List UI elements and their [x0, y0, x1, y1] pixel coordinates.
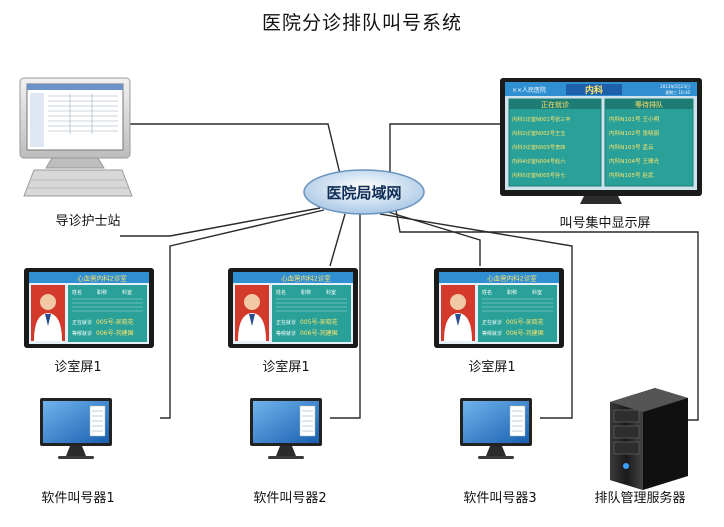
room-next-label: 等候就诊 — [72, 330, 92, 337]
room-header: 心血管内科2诊室 — [77, 274, 127, 283]
line-room1 — [120, 207, 321, 237]
line-display — [389, 123, 500, 174]
room-header: 心血管内科2诊室 — [487, 274, 537, 283]
screen-col-right: 等待排队 — [635, 100, 663, 109]
line-room2 — [329, 213, 346, 267]
label-server: 排队管理服务器 — [594, 491, 686, 506]
label-room-screen-1: 诊室屏1 — [54, 360, 102, 375]
central-display-screen: ××人民医院 内科 2013年5月23日 星期三 10:30 正在就诊 等待排队… — [500, 78, 702, 204]
room-current-value: 005号-吴晓花 — [506, 318, 544, 326]
room-next-label: 等候就诊 — [276, 330, 296, 337]
room-current-value: 005号-吴晓花 — [300, 318, 338, 326]
screen-left-row: 内科2诊室N002号王五 — [512, 129, 565, 137]
line-caller1 — [160, 209, 325, 419]
screen-right-row: 内科N103号 孟云 — [609, 143, 654, 151]
label-room-screen-3: 诊室屏1 — [468, 360, 516, 375]
room-current-label: 正在就诊 — [482, 319, 502, 326]
label-nurse-station: 导诊护士站 — [55, 214, 121, 229]
line-room3 — [387, 211, 481, 266]
line-caller2 — [330, 214, 361, 419]
room-field: 姓名 — [72, 289, 82, 296]
screen-left-row: 内科1诊室N001号张三丰 — [512, 115, 571, 123]
caller-monitor-3 — [460, 398, 532, 459]
caller-monitor-2 — [250, 398, 322, 459]
network-lines — [120, 123, 699, 421]
screen-left-row: 内科4诊室N004号赵六 — [512, 157, 565, 165]
label-caller-1: 软件叫号器1 — [41, 491, 115, 506]
label-caller-3: 软件叫号器3 — [463, 491, 537, 506]
diagram-title: 医院分诊排队叫号系统 — [261, 12, 462, 34]
room-field: 姓名 — [482, 289, 492, 296]
room-field: 职称 — [301, 289, 311, 296]
room-next-label: 等候就诊 — [482, 330, 502, 337]
screen-department: 内科 — [585, 84, 603, 96]
screen-right-row: 内科N102号 张晓丽 — [609, 129, 660, 137]
line-caller3 — [379, 213, 573, 419]
room-field: 姓名 — [276, 289, 286, 296]
room-next-value: 006号-刘建国 — [506, 329, 544, 337]
hub-lan: 医院局域网 — [303, 169, 425, 215]
caller-monitor-1 — [40, 398, 112, 459]
screen-col-left: 正在就诊 — [541, 100, 569, 109]
screen-right-row: 内科N104号 王雅光 — [609, 157, 660, 165]
room-field: 职称 — [97, 289, 107, 296]
screen-right-row: 内科N101号 王小明 — [609, 115, 660, 123]
queue-server — [610, 388, 688, 490]
nurse-station-computer — [19, 77, 133, 197]
label-display-screen: 叫号集中显示屏 — [559, 216, 651, 231]
room-next-value: 006号-刘建国 — [300, 329, 338, 337]
room-field: 科室 — [532, 289, 542, 296]
room-current-value: 005号-吴晓花 — [96, 318, 134, 326]
screen-date: 2013年5月23日 — [660, 83, 690, 89]
line-server — [395, 209, 699, 421]
screen-time: 星期三 10:30 — [665, 89, 690, 95]
room-next-value: 006号-刘建国 — [96, 329, 134, 337]
room-field: 科室 — [122, 289, 132, 296]
screen-hospital: ××人民医院 — [512, 86, 546, 94]
screen-left-row: 内科5诊室N005号孙七 — [512, 171, 565, 179]
screen-right-row: 内科N105号 赵武 — [609, 171, 654, 179]
room-field: 科室 — [326, 289, 336, 296]
line-nurse — [130, 123, 341, 175]
room-current-label: 正在就诊 — [72, 319, 92, 326]
room-current-label: 正在就诊 — [276, 319, 296, 326]
room-header: 心血管内科2诊室 — [281, 274, 331, 283]
hub-label: 医院局域网 — [326, 184, 401, 202]
label-caller-2: 软件叫号器2 — [253, 491, 327, 506]
screen-left-row: 内科3诊室N003号李四 — [512, 143, 565, 151]
room-field: 职称 — [507, 289, 517, 296]
label-room-screen-2: 诊室屏1 — [262, 360, 310, 375]
